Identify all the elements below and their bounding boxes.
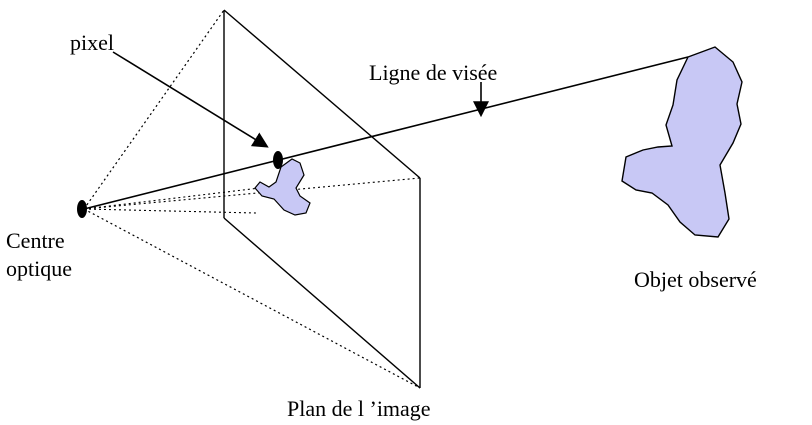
pixel-dot bbox=[273, 151, 283, 169]
projection-ray bbox=[83, 186, 269, 210]
line-of-sight bbox=[83, 56, 689, 210]
optical-center-dot bbox=[77, 200, 87, 218]
pixel-arrow bbox=[112, 51, 269, 148]
optical-center-label-line1: Centre bbox=[6, 228, 65, 253]
image-plane bbox=[223, 9, 421, 389]
frustum-line-top bbox=[83, 9, 225, 210]
image-plane-label: Plan de l ’image bbox=[287, 396, 431, 421]
projection-ray bbox=[83, 177, 421, 210]
frustum-lines bbox=[83, 9, 421, 389]
optical-center-label-line2: optique bbox=[6, 256, 72, 281]
image-plane-top-edge bbox=[223, 9, 421, 179]
line-of-sight-label: Ligne de visée bbox=[369, 60, 497, 85]
image-blob bbox=[254, 158, 311, 216]
pixel-label: pixel bbox=[70, 30, 114, 55]
image-plane-bottom-edge bbox=[223, 217, 421, 389]
projection-rays bbox=[83, 177, 421, 214]
frustum-line-bottom bbox=[83, 208, 421, 389]
observed-object-label: Objet observé bbox=[634, 267, 757, 292]
observed-object-blob bbox=[621, 46, 743, 238]
projection-ray bbox=[83, 208, 257, 214]
